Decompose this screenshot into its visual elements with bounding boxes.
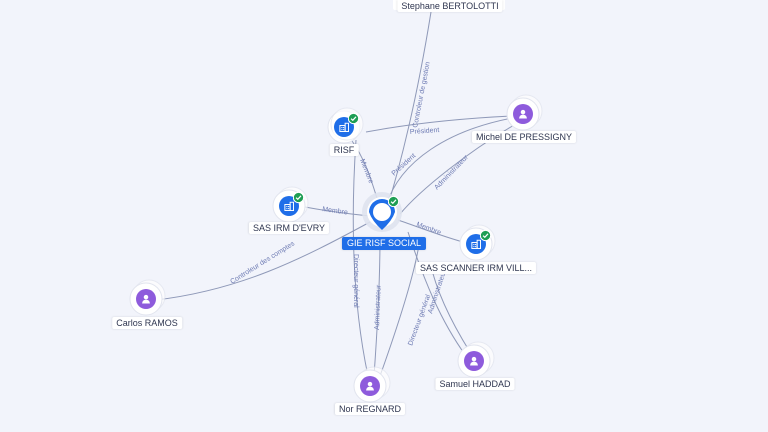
edge-bertolotti-gie — [385, 11, 432, 213]
label-nor-regnard[interactable]: Nor REGNARD — [334, 403, 406, 415]
node-pressigny[interactable] — [506, 94, 543, 131]
edge-label-directeur-general-regnard: Directeur général — [352, 254, 359, 308]
label-sas-scanner-irm[interactable]: SAS SCANNER IRM VILL... — [415, 262, 537, 274]
edge-regnard-gie — [373, 237, 381, 377]
node-ramos[interactable] — [129, 279, 166, 316]
edge-pressigny-gie-president — [385, 117, 513, 207]
edges — [155, 11, 517, 377]
label-carlos-ramos[interactable]: Carlos RAMOS — [112, 317, 182, 329]
edge-pressigny-risf — [365, 115, 513, 133]
edge-label-administrateur-regnard: Administrateur — [374, 284, 383, 330]
edge-labels: Controleur de gestion Président Membre P… — [229, 61, 470, 346]
verified-check-icon — [388, 196, 399, 207]
label-michel-de-pressigny[interactable]: Michel DE PRESSIGNY — [471, 131, 577, 143]
edge-label-controleur-gestion: Controleur de gestion — [412, 61, 432, 128]
edge-label-membre-evry: Membre — [322, 206, 349, 217]
edge-label-membre-risf: Membre — [358, 158, 374, 185]
verified-check-icon — [293, 192, 304, 203]
label-stephane-bertolotti[interactable]: Stephane BERTOLOTTI — [397, 0, 503, 12]
node-irm-evry[interactable] — [272, 186, 309, 223]
edge-label-controleur-comptes: Controleur des comptes — [229, 240, 296, 286]
label-samuel-haddad[interactable]: Samuel HADDAD — [435, 378, 515, 390]
edge-risf-regnard — [352, 139, 369, 377]
node-regnard[interactable] — [353, 366, 391, 403]
label-risf[interactable]: RISF — [329, 144, 359, 156]
edge-label-president-risf: Président — [410, 127, 440, 136]
node-haddad[interactable] — [457, 341, 495, 378]
edge-label-directeur-general-haddad: Directeur général — [407, 293, 432, 346]
label-sas-irm-devry[interactable]: SAS IRM D'EVRY — [248, 222, 330, 234]
edge-regnard-scanner — [379, 237, 421, 377]
edge-label-administrateur-gie: Administrateur — [433, 154, 470, 192]
edge-ramos-gie — [155, 221, 371, 301]
edge-label-membre-scanner: Membre — [415, 221, 442, 236]
label-gie-risf-social[interactable]: GIE RISF SOCIAL — [341, 237, 427, 250]
node-risf[interactable] — [327, 107, 364, 144]
verified-check-icon — [480, 230, 491, 241]
node-scanner[interactable] — [459, 224, 496, 261]
node-gie-main[interactable] — [362, 192, 402, 232]
verified-check-icon — [348, 113, 359, 124]
